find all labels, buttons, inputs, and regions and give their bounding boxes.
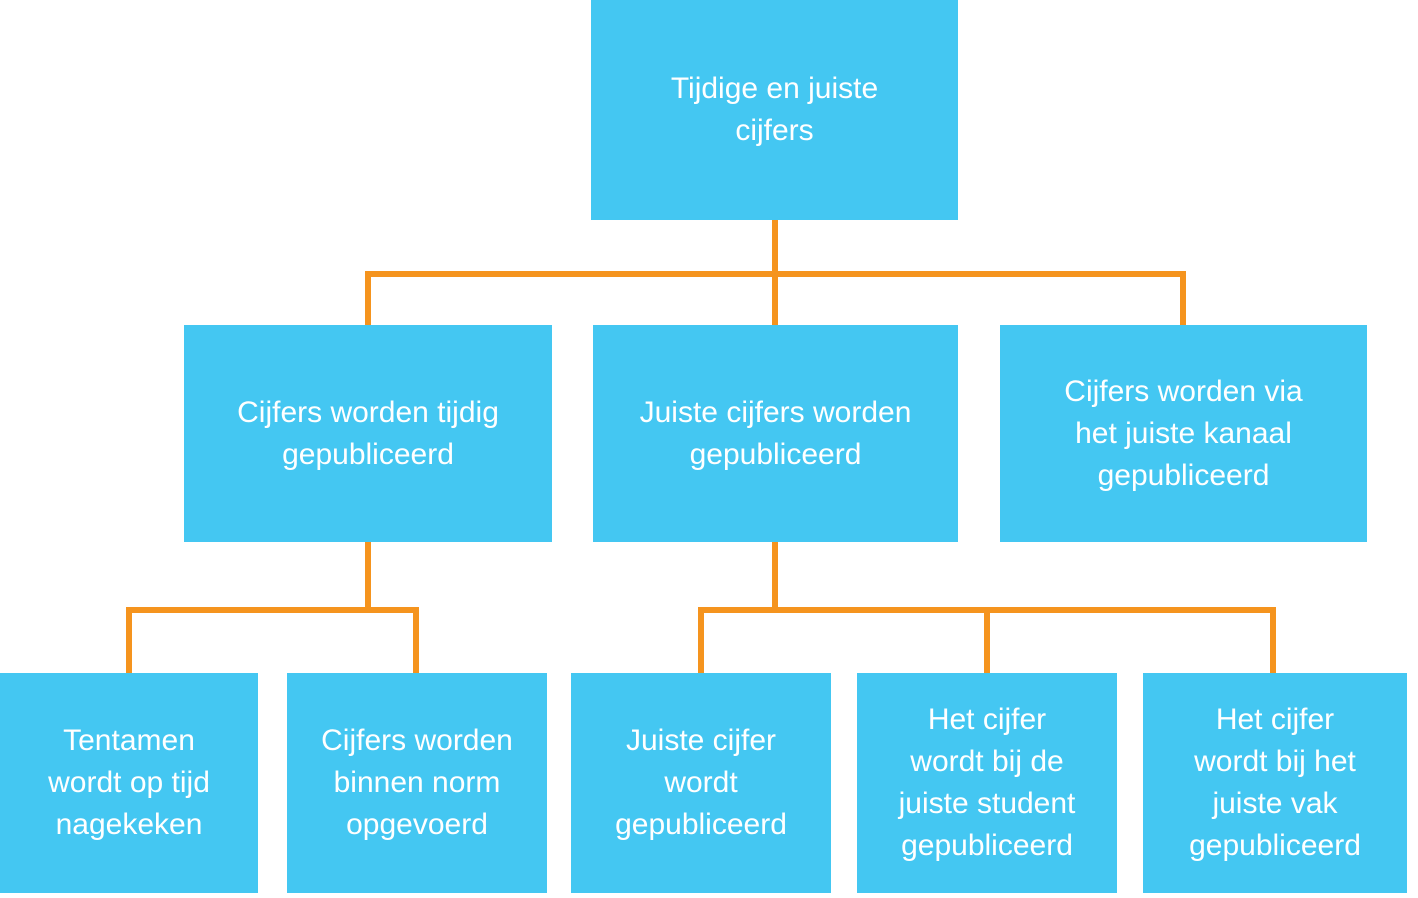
node-kanaal-label: Cijfers worden via het juiste kanaal gep… <box>1064 374 1303 492</box>
node-binnen-norm: Cijfers worden binnen norm opgevoerd <box>287 673 547 893</box>
node-juiste-cijfer-label: Juiste cijfer wordt gepubliceerd <box>615 724 787 841</box>
node-juiste-student: Het cijfer wordt bij de juiste student g… <box>857 673 1117 893</box>
node-norm-label: Cijfers worden binnen norm opgevoerd <box>321 724 513 841</box>
node-juiste-kanaal: Cijfers worden via het juiste kanaal gep… <box>1000 325 1367 542</box>
node-juiste-vak: Het cijfer wordt bij het juiste vak gepu… <box>1143 673 1407 893</box>
node-root-label: Tijdige en juiste cijfers <box>670 72 879 147</box>
connector-drop-juiste-cijfer <box>698 607 704 673</box>
node-juiste-cijfers-gepubliceerd: Juiste cijfers worden gepubliceerd <box>593 325 958 542</box>
connector-drop-tijdig <box>365 271 371 325</box>
node-root: Tijdige en juiste cijfers <box>591 0 958 220</box>
connector-drop-juiste-student <box>984 607 990 673</box>
node-tijdig-gepubliceerd: Cijfers worden tijdig gepubliceerd <box>184 325 552 542</box>
node-tentamen-op-tijd: Tentamen wordt op tijd nagekeken <box>0 673 258 893</box>
connector-left-group-horizontal <box>126 607 419 613</box>
node-juiste-label: Juiste cijfers worden gepubliceerd <box>639 395 912 471</box>
connector-drop-norm <box>413 607 419 673</box>
connector-drop-kanaal <box>1180 271 1186 325</box>
node-juiste-vak-label: Het cijfer wordt bij het juiste vak gepu… <box>1189 703 1361 862</box>
connector-juiste-vertical <box>772 542 778 613</box>
node-tijdig-label: Cijfers worden tijdig gepubliceerd <box>237 395 499 471</box>
connector-level2-horizontal <box>365 271 1186 277</box>
node-juiste-cijfer: Juiste cijfer wordt gepubliceerd <box>571 673 831 893</box>
node-tentamen-label: Tentamen wordt op tijd nagekeken <box>48 724 210 841</box>
node-juiste-student-label: Het cijfer wordt bij de juiste student g… <box>898 703 1076 862</box>
connector-drop-juiste-vak <box>1270 607 1276 673</box>
connector-drop-tentamen <box>126 607 132 673</box>
connector-tijdig-vertical <box>365 542 371 613</box>
